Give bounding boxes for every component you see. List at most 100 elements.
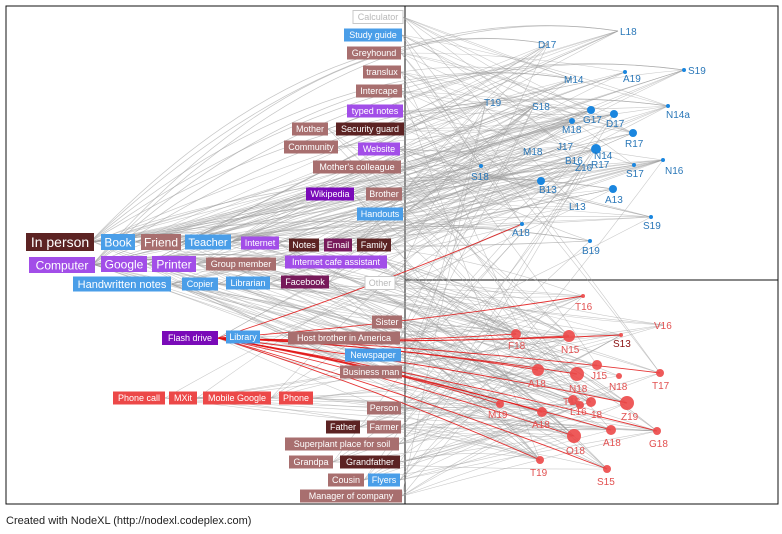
node-label-n16: N16 (665, 166, 684, 177)
edge (400, 295, 584, 356)
edge (230, 109, 592, 243)
edge (196, 324, 665, 399)
label-text: Internet cafe assistant (292, 257, 381, 267)
node-label-b13: B13 (539, 185, 557, 196)
label-box (279, 391, 313, 405)
node-a19 (623, 70, 627, 74)
edge (399, 435, 575, 463)
label-text: Person (370, 403, 399, 413)
label-box (285, 437, 399, 451)
edge (400, 71, 634, 134)
label-box (324, 238, 352, 252)
edge (180, 159, 664, 243)
edge (230, 164, 635, 243)
label-text: Computer (36, 258, 89, 272)
label-text: Email (327, 240, 350, 250)
label-box (289, 238, 319, 252)
edge (89, 98, 669, 243)
edge (399, 148, 597, 481)
node-label-l18: L18 (620, 27, 637, 38)
node-label-b19: B19 (582, 246, 600, 257)
node-n18-a (570, 367, 584, 381)
label-text: Grandfather (346, 457, 394, 467)
label-box (141, 234, 181, 250)
label-text: Internet (245, 238, 276, 248)
label-text: Other (369, 278, 392, 288)
node-label-s19-top: S19 (688, 66, 706, 77)
node-s19-low (649, 215, 653, 219)
label-text: Library (229, 332, 257, 342)
label-box (162, 331, 218, 345)
label-box (203, 391, 271, 405)
label-host-brother: Host brother in America (288, 331, 400, 345)
edge (401, 34, 661, 374)
label-phone-call: Phone call (113, 391, 165, 405)
node-d17-mid (610, 110, 618, 118)
edge (390, 159, 664, 246)
node-label-d17-mid: D17 (606, 119, 625, 130)
label-person: Person (367, 401, 401, 415)
node-n18-b (616, 373, 622, 379)
edge (312, 397, 575, 437)
node-f18 (511, 329, 521, 339)
label-box (29, 257, 95, 273)
edge (318, 105, 535, 246)
label-typed-notes: typed notes (347, 104, 403, 118)
edge (400, 240, 591, 428)
label-text: Wikipedia (310, 189, 349, 199)
label-study-guide: Study guide (344, 28, 402, 42)
label-grandfather: Grandfather (340, 455, 400, 469)
label-text: Teacher (188, 237, 227, 249)
label-newspaper: Newspaper (345, 348, 401, 362)
edge (400, 375, 620, 409)
label-business-man: Business man (340, 365, 402, 379)
edge (386, 261, 570, 337)
edge (401, 34, 634, 134)
edge (400, 407, 612, 431)
label-box (281, 275, 329, 289)
label-text: Mother (296, 124, 324, 134)
edge (394, 282, 543, 413)
label-box (367, 420, 401, 434)
label-box (352, 10, 404, 24)
label-flash-drive: Flash drive (162, 331, 218, 345)
label-internet-cafe-assistant: Internet cafe assistant (285, 255, 387, 269)
node-label-s13: S13 (613, 339, 631, 350)
label-box (363, 65, 401, 79)
node-n16 (661, 158, 665, 162)
edge (401, 34, 523, 225)
node-label-o18: O18 (566, 446, 585, 457)
edge (399, 113, 615, 463)
label-text: In person (31, 234, 89, 250)
edge (259, 336, 658, 432)
edge (401, 90, 669, 109)
label-box (26, 233, 94, 251)
label-handwritten-notes: Handwritten notes (73, 276, 171, 292)
edge (359, 369, 539, 428)
edge (401, 105, 535, 373)
edge (312, 334, 622, 399)
edge (400, 52, 661, 374)
label-text: Newspaper (350, 350, 396, 360)
edge (401, 429, 612, 497)
label-translux: translux (363, 65, 401, 79)
edge (401, 430, 658, 497)
label-box (340, 455, 400, 469)
edge (401, 90, 541, 461)
node-label-t16: T16 (575, 302, 593, 313)
edge (91, 25, 619, 266)
label-greyhound: Greyhound (347, 46, 401, 60)
edge (318, 188, 614, 246)
edge (401, 371, 541, 461)
node-label-n18-a: N18 (569, 384, 588, 395)
node-label-s18-low: S18 (471, 172, 489, 183)
edge (402, 16, 669, 107)
label-book: Book (101, 234, 135, 250)
edge (398, 428, 658, 445)
node-label-r17-b: R17 (591, 160, 610, 171)
edge (312, 364, 598, 399)
label-box (372, 315, 402, 329)
node-label-n14a: N14a (666, 110, 690, 121)
edge (403, 69, 685, 130)
edge (400, 148, 597, 356)
